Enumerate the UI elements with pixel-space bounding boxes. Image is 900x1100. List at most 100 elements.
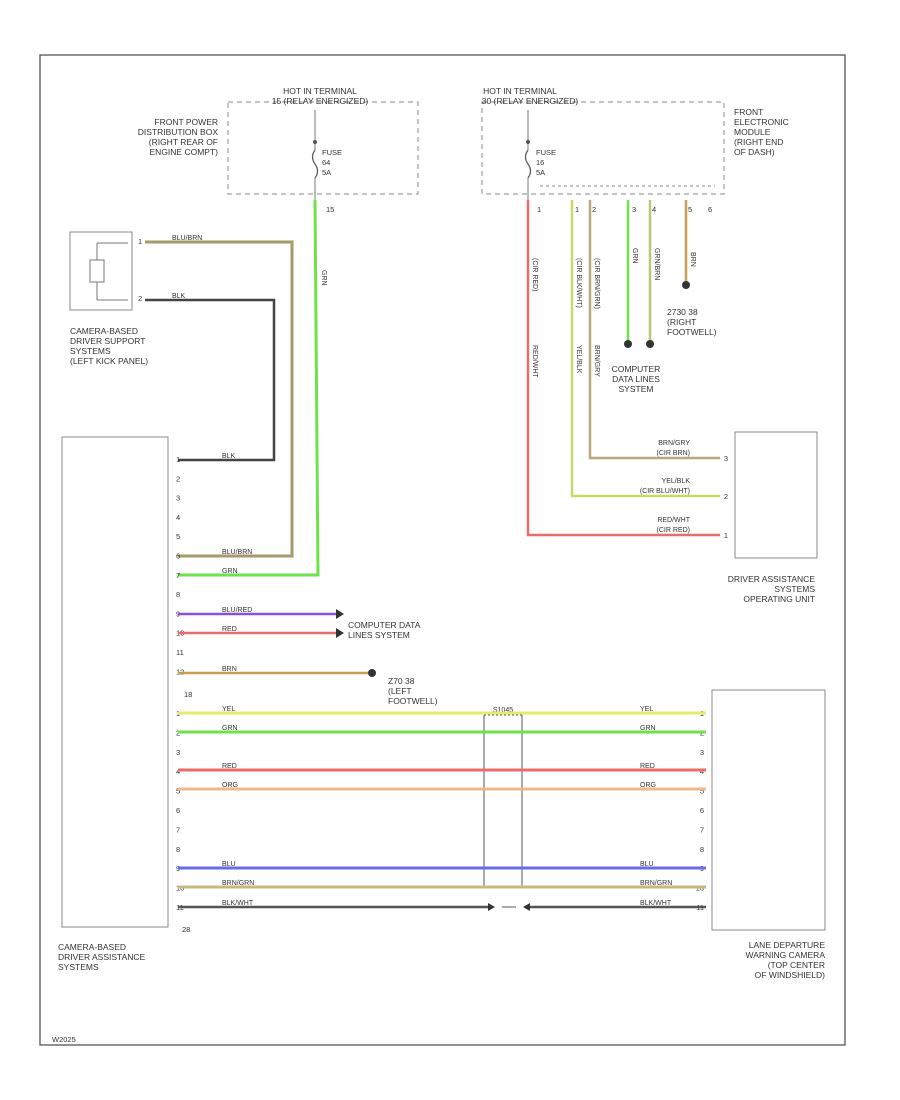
switch-pin-2: 2 bbox=[138, 294, 142, 303]
wire-cam-red-label-right: RED bbox=[640, 763, 655, 770]
lane-camera-label-2: WARNING CAMERA bbox=[746, 950, 826, 960]
comp-data-right-label-2: DATA LINES bbox=[612, 374, 660, 384]
module-pin-3: 3 bbox=[632, 205, 636, 214]
wire-cam-blu-label-left: BLU bbox=[222, 861, 236, 868]
front-module-label-4: (RIGHT END bbox=[734, 137, 783, 147]
front-module-label-3: MODULE bbox=[734, 127, 771, 137]
module-left-label-1: CAMERA-BASED bbox=[58, 942, 126, 952]
support-switch-box bbox=[69, 231, 133, 311]
ground-left-label-2: (LEFT bbox=[388, 686, 412, 696]
fuse-left-pin: 15 bbox=[326, 205, 334, 214]
camera-assistance-module-box bbox=[61, 436, 169, 928]
wire-grn-brn-terminal bbox=[646, 340, 654, 348]
wire-label-brn-ground: BRN bbox=[689, 252, 696, 267]
lane-camera-pin-4: 4 bbox=[700, 767, 704, 776]
fuse-left-label: FUSE bbox=[322, 148, 342, 157]
fuse-right-pin: 1 bbox=[537, 205, 541, 214]
wire-label-grn-vertical: GRN bbox=[320, 270, 327, 286]
hot-in-terminal-left-line2: 15 (RELAY ENERGIZED) bbox=[272, 96, 369, 106]
wire-cam-blu-label-right: BLU bbox=[640, 861, 654, 868]
lane-camera-label-3: (TOP CENTER bbox=[768, 960, 825, 970]
wire-label-blu-brn-bottom: BLU/BRN bbox=[222, 549, 252, 556]
fuse-right-label: FUSE bbox=[536, 148, 556, 157]
module-top-pin-6: 6 bbox=[176, 552, 180, 561]
ground-left-label-3: FOOTWELL) bbox=[388, 696, 438, 706]
lane-camera-pin-5: 5 bbox=[700, 787, 704, 796]
fuse-left-node bbox=[313, 140, 317, 144]
op-unit-wire-yel-blk-1: YEL/BLK bbox=[662, 478, 691, 485]
fuse-left-amp: 5A bbox=[322, 168, 331, 177]
wire-label-yel-blk-v1: (CIR BLK/WHT) bbox=[575, 258, 582, 308]
module-connector-bottom: 28 bbox=[182, 925, 190, 934]
wire-label-blk-bottom: BLK bbox=[222, 453, 236, 460]
module-top-pin-8: 8 bbox=[176, 590, 180, 599]
module-connector-top: 18 bbox=[184, 690, 192, 699]
lane-camera-pin-3: 3 bbox=[700, 748, 704, 757]
wire-label-yel-blk-v2: YEL/BLK bbox=[575, 345, 582, 374]
lane-camera-pin-8: 8 bbox=[700, 845, 704, 854]
wire-cam-grn-label-left: GRN bbox=[222, 725, 238, 732]
switch-resistor-icon bbox=[89, 259, 105, 283]
support-switch-label-1: CAMERA-BASED bbox=[70, 326, 138, 336]
wire-label-red-data: RED bbox=[222, 626, 237, 633]
comp-data-right-label-1: COMPUTER bbox=[612, 364, 661, 374]
ground-right-label-3: FOOTWELL) bbox=[667, 327, 717, 337]
arrow-blu-red bbox=[336, 609, 344, 619]
module-top-pin-3: 3 bbox=[176, 494, 180, 503]
ground-left-terminal bbox=[368, 669, 376, 677]
op-unit-wire-red-wht-1: RED/WHT bbox=[657, 517, 690, 524]
comp-data-right-label-3: SYSTEM bbox=[619, 384, 654, 394]
front-power-dist-label-1: FRONT POWER bbox=[154, 117, 218, 127]
module-left-top-pins: 123456789101112 bbox=[176, 455, 184, 676]
wire-cam-brn-grn-label-left: BRN/GRN bbox=[222, 880, 254, 887]
support-switch-label-3: SYSTEMS bbox=[70, 346, 111, 356]
fuse-right-node bbox=[526, 140, 530, 144]
lane-camera-pin-6: 6 bbox=[700, 806, 704, 815]
fuse-left-number: 64 bbox=[322, 158, 330, 167]
wire-cam-red-label-left: RED bbox=[222, 763, 237, 770]
front-module-label-5: OF DASH) bbox=[734, 147, 775, 157]
wire-label-blk-top: BLK bbox=[172, 293, 186, 300]
wire-grn-fuse bbox=[178, 199, 320, 577]
wire-label-grn-brn: GRN/BRN bbox=[653, 248, 660, 280]
module-pin-5: 5 bbox=[688, 205, 692, 214]
lane-camera-label-4: OF WINDSHIELD) bbox=[755, 970, 826, 980]
wire-label-brn-gry-v1: (CIR BRN/GRN) bbox=[593, 258, 600, 309]
wire-label-red-wht-v1: (CIR RED) bbox=[531, 258, 538, 291]
module-bottom-pin-7: 7 bbox=[176, 825, 180, 834]
front-module-label-1: FRONT bbox=[734, 107, 763, 117]
fuse-right-symbol bbox=[524, 149, 532, 179]
op-unit-wire-yel-blk-2: (CIR BLU/WHT) bbox=[640, 488, 690, 495]
module-top-pin-2: 2 bbox=[176, 474, 180, 483]
hot-in-terminal-right-line1: HOT IN TERMINAL bbox=[483, 86, 557, 96]
wire-cam-blk-wht-arrow-left bbox=[488, 903, 495, 911]
wire-yel-blk bbox=[570, 200, 720, 498]
support-switch-label-4: (LEFT KICK PANEL) bbox=[70, 356, 148, 366]
splice-label: S1045 bbox=[493, 707, 513, 714]
module-left-label-3: SYSTEMS bbox=[58, 962, 99, 972]
wire-grn-data-terminal bbox=[624, 340, 632, 348]
module-bottom-pin-4: 4 bbox=[176, 767, 180, 776]
module-bottom-pin-3: 3 bbox=[176, 748, 180, 757]
wire-cam-yel-label-left: YEL bbox=[222, 706, 235, 713]
ground-right-terminal bbox=[682, 281, 690, 289]
wire-label-blu-brn-top: BLU/BRN bbox=[172, 235, 202, 242]
wire-cam-blk-wht-label-right: BLK/WHT bbox=[640, 900, 672, 907]
module-left-bottom-pins: 1234567891011 bbox=[176, 709, 184, 912]
wire-cam-org-label-right: ORG bbox=[640, 782, 656, 789]
module-bottom-pin-5: 5 bbox=[176, 787, 180, 796]
wire-blk bbox=[145, 298, 276, 462]
wire-cam-grn-label-right: GRN bbox=[640, 725, 656, 732]
wire-blu-brn bbox=[145, 240, 294, 558]
wire-label-brn-left: BRN bbox=[222, 666, 237, 673]
op-unit-pin-3: 3 bbox=[724, 454, 728, 463]
module-top-pin-11: 11 bbox=[176, 648, 184, 657]
comp-data-left-label-2: LINES SYSTEM bbox=[348, 630, 410, 640]
module-left-label-2: DRIVER ASSISTANCE bbox=[58, 952, 146, 962]
fuse-right-amp: 5A bbox=[536, 168, 545, 177]
wire-red-wht bbox=[526, 200, 720, 537]
power-distribution-box bbox=[227, 101, 419, 195]
operating-unit-box bbox=[734, 431, 818, 559]
support-switch-label-2: DRIVER SUPPORT bbox=[70, 336, 145, 346]
